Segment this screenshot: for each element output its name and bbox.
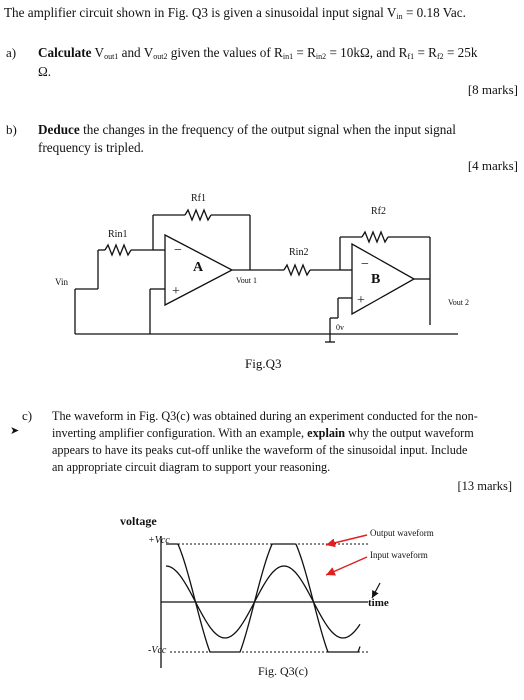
- question-a-marks: [8 marks]: [467, 82, 518, 97]
- vcc-plus-label: +Vcc: [148, 535, 170, 546]
- rf1-label: Rf1: [191, 193, 206, 204]
- question-b-label: b): [6, 122, 17, 137]
- ov-label: 0v: [336, 323, 344, 332]
- question-c-marks: [13 marks]: [457, 479, 513, 493]
- vin-label: Vin: [55, 277, 68, 287]
- time-arrow: [371, 582, 381, 599]
- question-a-text: Calculate Vout1 and Vout2 given the valu…: [38, 45, 478, 61]
- output-arrow: [325, 534, 368, 548]
- question-c-text-line4: an appropriate circuit diagram to suppor…: [52, 460, 331, 474]
- question-c-label: c): [22, 408, 33, 423]
- vout1-label: Vout 1: [236, 276, 257, 285]
- figure-q3-caption: Fig.Q3: [245, 356, 282, 371]
- question-c-text-line3: appears to have its peaks cut-off unlike…: [52, 443, 468, 457]
- rin1-resistor: [104, 243, 132, 257]
- input-waveform: [165, 565, 361, 639]
- rin2-label: Rin2: [289, 247, 309, 258]
- time-label: time: [368, 597, 389, 609]
- vout2-label: Vout 2: [448, 298, 469, 307]
- svg-text:+: +: [172, 284, 180, 299]
- input-waveform-label: Input waveform: [370, 550, 428, 560]
- svg-text:−: −: [174, 243, 182, 258]
- question-c-text-line1: The waveform in Fig. Q3(c) was obtained …: [52, 409, 478, 423]
- question-b-text: Deduce the changes in the frequency of t…: [38, 122, 456, 137]
- intro-text: The amplifier circuit shown in Fig. Q3 i…: [4, 5, 466, 21]
- question-a-text-line2: Ω.: [38, 64, 52, 79]
- opamp-a-label: A: [193, 260, 204, 275]
- svg-text:+: +: [357, 293, 365, 308]
- opamp-b: [351, 242, 416, 316]
- voltage-label: voltage: [120, 514, 157, 528]
- question-c-text-line2: inverting amplifier configuration. With …: [52, 426, 474, 440]
- opamp-b-label: B: [371, 272, 381, 287]
- figure-q3c-caption: Fig. Q3(c): [258, 664, 308, 678]
- cursor-arrow-icon: ➤: [10, 425, 20, 437]
- svg-text:−: −: [361, 257, 369, 272]
- rin1-label: Rin1: [108, 229, 128, 240]
- rf1-resistor: [184, 208, 212, 222]
- rf2-label: Rf2: [371, 206, 386, 217]
- question-b-marks: [4 marks]: [467, 158, 518, 173]
- input-arrow: [325, 556, 368, 576]
- rf2-resistor: [361, 230, 389, 244]
- rin2-resistor: [283, 263, 311, 277]
- question-b-text-line2: frequency is tripled.: [38, 140, 144, 155]
- question-a-label: a): [6, 45, 17, 60]
- output-waveform-label: Output waveform: [370, 528, 434, 538]
- output-waveform: [166, 543, 361, 653]
- vcc-minus-label: -Vcc: [148, 645, 167, 656]
